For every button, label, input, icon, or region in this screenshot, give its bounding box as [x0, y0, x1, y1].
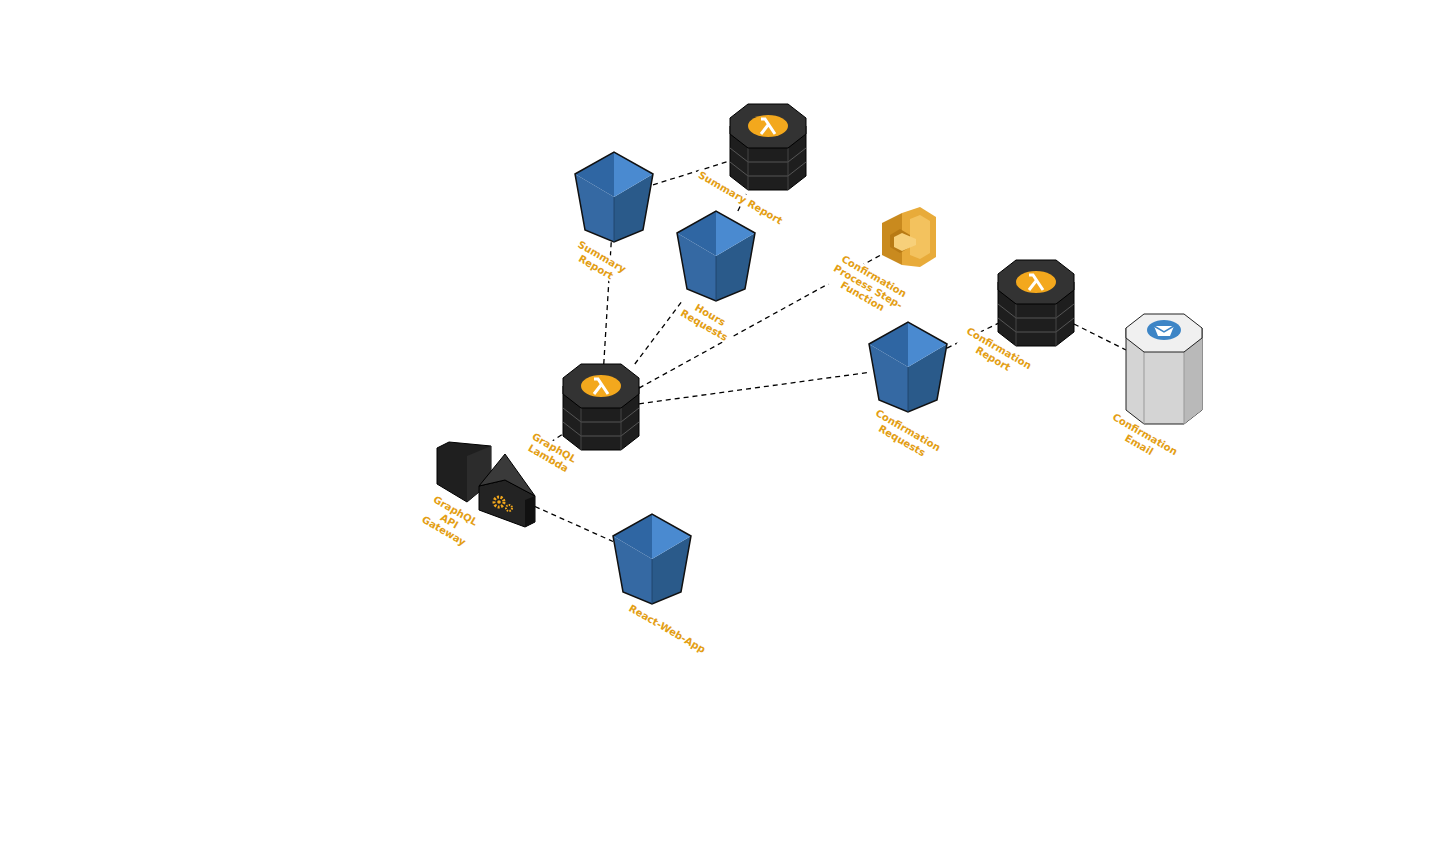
node-label: Confirmation Requests	[866, 406, 945, 465]
node-label: Hours Requests	[676, 295, 739, 345]
dashed-connector	[639, 372, 869, 403]
s3-bucket-icon	[869, 322, 947, 412]
bucket-node: Hours Requests	[677, 211, 755, 301]
lambda-node: Summary Report	[730, 104, 806, 194]
lambda-node: Confirmation Report	[998, 260, 1074, 350]
bucket-node: Summary Report	[575, 152, 653, 242]
lambda-node: GraphQL Lambda	[563, 364, 639, 454]
bucket-node: React-Web-App	[613, 514, 691, 604]
lambda-icon	[998, 260, 1074, 350]
dashed-connector	[635, 301, 682, 364]
node-label: GraphQL API Gateway	[410, 488, 490, 554]
step-function-icon	[880, 207, 936, 273]
node-label: React-Web-App	[619, 598, 715, 660]
s3-bucket-icon	[575, 152, 653, 242]
lambda-icon	[730, 104, 806, 194]
email-node: Confirmation Email	[1126, 314, 1202, 424]
s3-bucket-icon	[677, 211, 755, 301]
bucket-node: Confirmation Requests	[869, 322, 947, 412]
node-label: Summary Report	[566, 236, 633, 288]
ses-email-icon	[1126, 314, 1202, 424]
lambda-icon	[563, 364, 639, 454]
dashed-connector	[1074, 324, 1126, 350]
step-node: Confirmation Process Step-Function	[880, 207, 936, 273]
s3-bucket-icon	[613, 514, 691, 604]
dashed-connector	[535, 506, 613, 541]
gateway-node: GraphQL API Gateway	[437, 442, 535, 527]
